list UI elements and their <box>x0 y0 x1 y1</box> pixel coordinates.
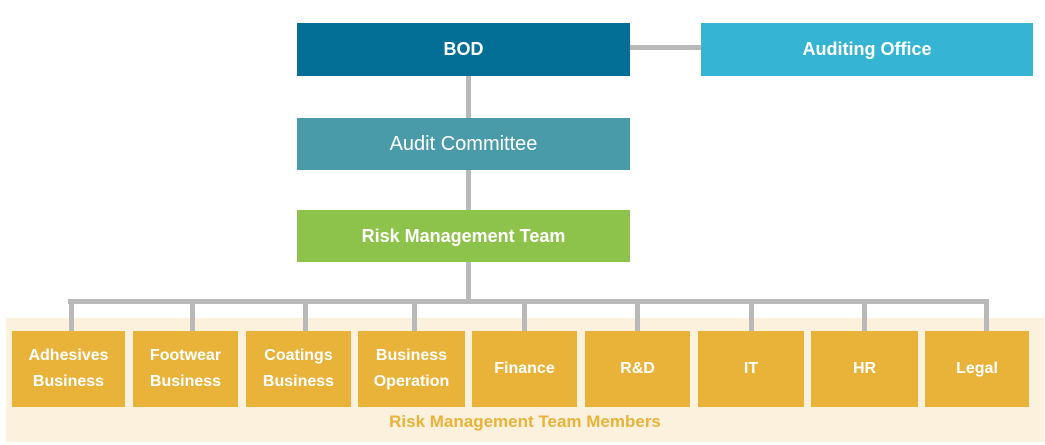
members-caption: Risk Management Team Members <box>389 412 661 431</box>
member-label: Business Operation <box>373 347 450 390</box>
member-business-operation: Business Operation <box>358 331 465 407</box>
member-finance: Finance <box>472 331 577 407</box>
connector-member-drop <box>862 299 867 331</box>
member-label: Finance <box>494 360 555 378</box>
connector-bod-audit-committee <box>466 76 471 118</box>
auditing-office-node: Auditing Office <box>701 23 1033 76</box>
risk-management-team-node: Risk Management Team <box>297 210 630 262</box>
member-adhesives-business: Adhesives Business <box>12 331 125 407</box>
connector-member-drop <box>303 299 308 331</box>
audit-committee-label: Audit Committee <box>389 132 538 155</box>
member-label: Legal <box>956 360 998 378</box>
member-footwear-business: Footwear Business <box>133 331 238 407</box>
auditing-office-label: Auditing Office <box>802 39 932 59</box>
connector-bod-auditing-office <box>630 45 701 50</box>
member-label: Coatings Business <box>262 347 335 390</box>
connector-member-drop <box>749 299 754 331</box>
member-label: IT <box>743 360 759 378</box>
connector-member-drop <box>69 299 74 331</box>
connector-members-bus <box>68 299 988 304</box>
member-rnd: R&D <box>585 331 690 407</box>
member-label: Adhesives Business <box>28 347 109 390</box>
member-hr: HR <box>811 331 918 407</box>
connector-member-drop <box>635 299 640 331</box>
connector-member-drop <box>522 299 527 331</box>
member-coatings-business: Coatings Business <box>246 331 351 407</box>
bod-node: BOD <box>297 23 630 76</box>
connector-member-drop <box>412 299 417 331</box>
audit-committee-node: Audit Committee <box>297 118 630 170</box>
member-legal: Legal <box>925 331 1029 407</box>
member-it: IT <box>698 331 804 407</box>
connector-member-drop <box>984 299 989 331</box>
connector-risk-team-stem <box>466 262 471 300</box>
connector-committee-risk-team <box>466 170 471 210</box>
bod-label: BOD <box>443 39 484 59</box>
member-label: HR <box>852 360 877 378</box>
risk-management-team-label: Risk Management Team <box>361 225 566 246</box>
member-label: Footwear Business <box>149 347 222 390</box>
member-label: R&D <box>620 360 655 378</box>
connector-member-drop <box>190 299 195 331</box>
